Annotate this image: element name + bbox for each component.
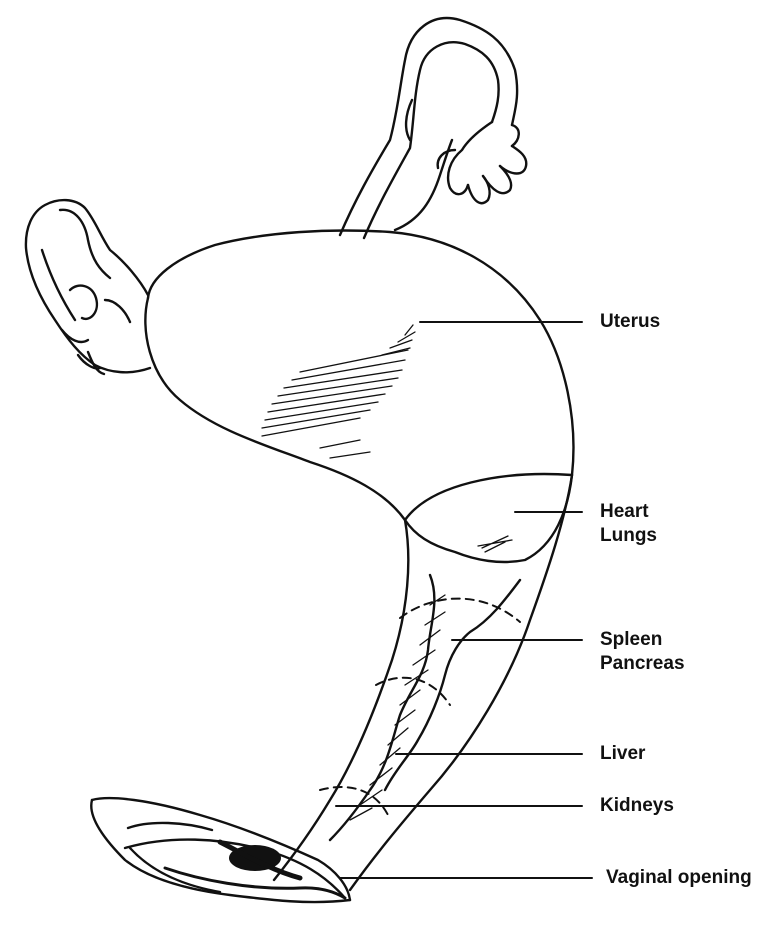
label-liver: Liver [600, 742, 645, 766]
label-heart-lungs: Heart Lungs [600, 500, 657, 548]
label-uterus-text: Uterus [600, 310, 660, 334]
label-heart-text: Heart [600, 500, 657, 524]
inner-structure [330, 575, 434, 840]
left-ovary [26, 200, 150, 374]
body-left-edge [274, 520, 408, 880]
label-vaginal-opening-text: Vaginal opening [606, 866, 752, 890]
uterus-outline [148, 231, 573, 475]
label-spleen-pancreas: Spleen Pancreas [600, 628, 685, 676]
label-spleen-text: Spleen [600, 628, 685, 652]
label-uterus: Uterus [600, 310, 660, 334]
label-pancreas-text: Pancreas [600, 652, 685, 676]
right-fallopian-tube [340, 18, 526, 238]
label-kidneys: Kidneys [600, 794, 674, 818]
label-kidneys-text: Kidneys [600, 794, 674, 818]
vaginal-opening [91, 798, 350, 902]
uterus-lower-outline [145, 298, 405, 520]
heart-lungs-outline [405, 474, 572, 562]
label-vaginal-opening: Vaginal opening [606, 866, 752, 890]
label-lungs-text: Lungs [600, 524, 657, 548]
label-liver-text: Liver [600, 742, 645, 766]
